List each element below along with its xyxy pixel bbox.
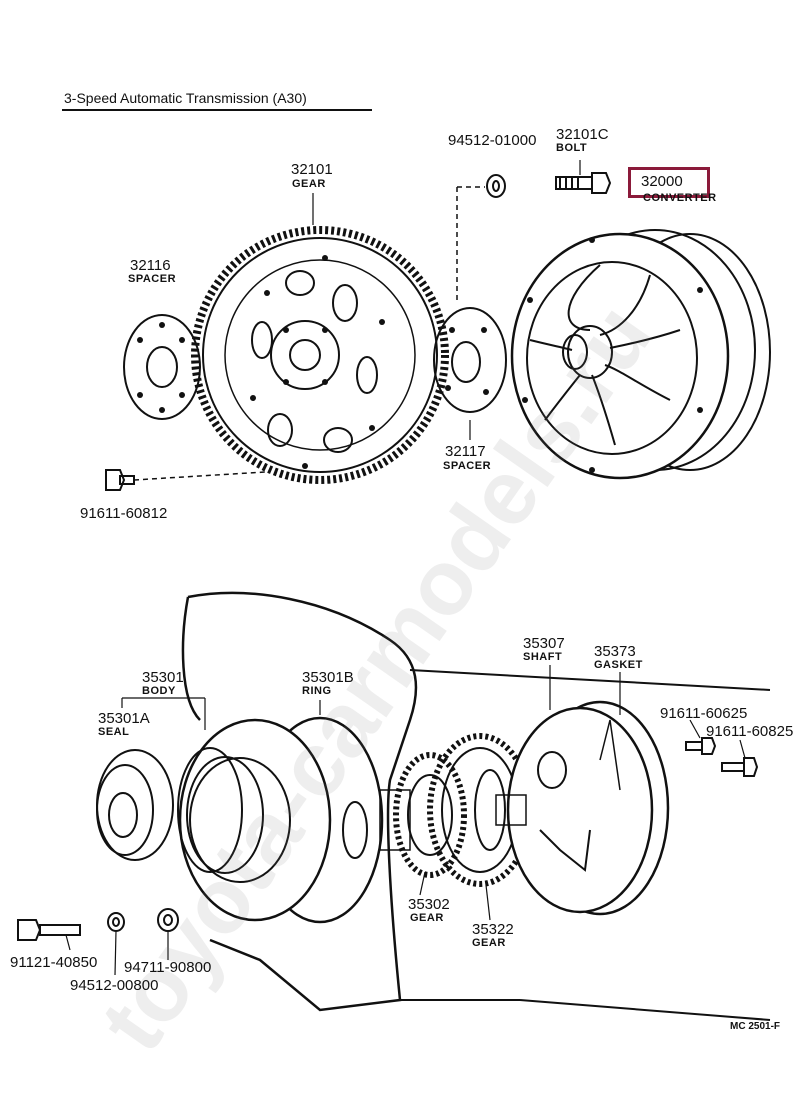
- part-number-32116[interactable]: 32116: [130, 257, 171, 274]
- spacer-32116: [123, 314, 201, 420]
- bolt-32101c: [555, 172, 612, 194]
- part-number-94711-90800[interactable]: 94711-90800: [124, 959, 212, 976]
- part-number-94512-00800[interactable]: 94512-00800: [70, 977, 159, 994]
- part-name-ring: RING: [302, 685, 332, 697]
- part-number-35301[interactable]: 35301: [142, 669, 184, 686]
- part-number-91121-40850[interactable]: 91121-40850: [10, 954, 98, 971]
- part-number-32101c[interactable]: 32101C: [556, 126, 609, 143]
- part-number-35302[interactable]: 35302: [408, 896, 450, 913]
- diagram-title: 3-Speed Automatic Transmission (A30): [64, 90, 307, 106]
- part-name-bolt: BOLT: [556, 142, 588, 154]
- part-number-35322[interactable]: 35322: [472, 921, 514, 938]
- part-name-gear-35302: GEAR: [410, 912, 444, 924]
- part-number-32117[interactable]: 32117: [445, 443, 486, 460]
- case-outline: [181, 591, 418, 1012]
- bolt-91611-60625: [685, 737, 717, 755]
- part-number-32000[interactable]: 32000: [641, 173, 683, 190]
- part-number-35307[interactable]: 35307: [523, 635, 565, 652]
- bolt-91611-60812: [105, 469, 135, 491]
- part-number-91611-60825[interactable]: 91611-60825: [706, 723, 794, 740]
- torque-converter: [510, 229, 771, 480]
- pump-cover-shaft: [495, 700, 670, 916]
- part-number-91611-60812[interactable]: 91611-60812: [80, 505, 168, 522]
- part-name-spacer-32116: SPACER: [128, 273, 177, 285]
- washer-94711-90800: [157, 908, 179, 932]
- part-name-seal: SEAL: [98, 726, 130, 738]
- seal-35301a: [96, 749, 174, 861]
- part-name-shaft: SHAFT: [523, 651, 563, 663]
- part-number-35301b[interactable]: 35301B: [302, 669, 354, 686]
- bolt-91121-40850: [17, 919, 81, 941]
- washer-94512-00800: [107, 912, 125, 932]
- figure-code: MC 2501-F: [730, 1021, 781, 1032]
- part-number-32101[interactable]: 32101: [291, 161, 333, 178]
- drive-gear-35302: [393, 752, 467, 878]
- washer-94512-01000: [486, 174, 506, 198]
- spacer-32117: [433, 307, 507, 413]
- part-name-gasket: GASKET: [594, 659, 643, 671]
- part-number-35301a[interactable]: 35301A: [98, 710, 150, 727]
- bolt-91611-60825: [721, 757, 759, 777]
- part-name-gear: GEAR: [292, 178, 326, 190]
- part-number-35373[interactable]: 35373: [594, 643, 636, 660]
- part-number-94512-01000[interactable]: 94512-01000: [448, 132, 537, 149]
- part-name-gear-35322: GEAR: [472, 937, 506, 949]
- highlight-box: [628, 167, 710, 198]
- part-name-spacer-32117: SPACER: [443, 460, 492, 472]
- part-name-converter: CONVERTER: [643, 192, 717, 204]
- drive-plate-gear: [191, 226, 449, 484]
- ring-35301b: [177, 747, 243, 873]
- part-name-body: BODY: [142, 685, 176, 697]
- part-number-91611-60625[interactable]: 91611-60625: [660, 705, 748, 722]
